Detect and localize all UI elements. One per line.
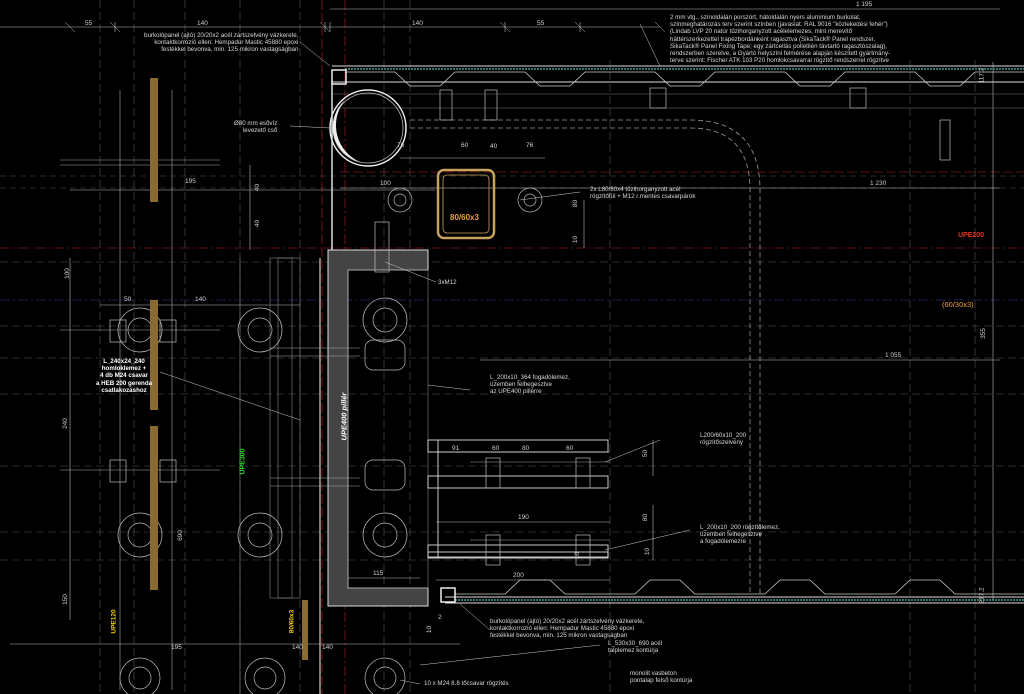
dim-100-left: 100 — [63, 268, 71, 279]
panel-outline — [410, 119, 761, 594]
dim-40c: 40 — [490, 143, 498, 150]
dim-100: 100 — [380, 180, 391, 187]
label-upe300: UPE300 — [239, 448, 247, 475]
note-base-plate: L_530x30_690 acél talplemez kontúrja — [608, 640, 663, 655]
dim-115: 115 — [373, 570, 384, 577]
note-holding-plate: L_200x10_364 fogadólemez, üzemben felheg… — [490, 374, 570, 396]
dim-140-mid: 140 — [195, 296, 206, 303]
note-panel-frame-bottom: burkolópanel (ajtó) 20/20x2 acél zártsze… — [490, 618, 645, 640]
dim-80c: 80 — [642, 513, 650, 522]
bottom-panel — [440, 579, 1024, 604]
dim-50: 50 — [124, 296, 132, 303]
dim-240: 240 — [61, 418, 69, 429]
label-upe400: UPE400 pillér — [339, 392, 349, 441]
dim-10b: 10 — [644, 547, 652, 556]
dim-1230: 1 230 — [870, 180, 887, 187]
bolts — [109, 87, 951, 694]
dim-217: 217,2 — [978, 587, 986, 604]
left-frames — [239, 0, 333, 694]
note-end-plate: L_240x24_240 homloklemez + 4 db M24 csav… — [96, 358, 153, 394]
dim-140-bot1: 140 — [292, 644, 303, 651]
dim-91: 91 — [452, 445, 460, 452]
note-m12: 3xM12 — [438, 279, 457, 286]
dim-top-55-right: 55 — [537, 20, 545, 27]
dim-top-140-left: 140 — [197, 20, 208, 27]
note-panel-frame-top: burkolópanel (ajtó) 20/20x2 acél zártsze… — [144, 32, 299, 54]
dim-200: 200 — [513, 572, 524, 579]
dim-2: 2 — [438, 614, 442, 621]
note-l200-frame: L200/60x10_200 rögzítőszelvény — [700, 432, 747, 447]
dim-76a: 76 — [397, 142, 405, 149]
dim-40b: 40 — [254, 219, 262, 228]
dim-60b: 60 — [492, 445, 500, 452]
dim-150: 150 — [61, 594, 69, 605]
dim-690: 690 — [176, 530, 184, 541]
dim-80a: 80 — [572, 199, 580, 208]
note-downpipe: Ø80 mm esővíz levezető cső — [234, 120, 278, 135]
dim-355: 355 — [979, 328, 987, 339]
label-80-60-vertical: 80/60x3 — [288, 609, 296, 634]
upe400-column — [327, 249, 429, 607]
label-upe120: UPE120 — [110, 609, 118, 634]
dim-80b: 80 — [522, 445, 530, 452]
ticks — [64, 21, 666, 33]
note-angles: 2x L80/80x4 tűzihorganyzott acél rögzítő… — [590, 186, 696, 201]
dim-total-1195: 1 195 — [856, 1, 873, 8]
threaded-rods — [60, 90, 610, 690]
note-cladding: 2 mm vtg., színoldalán porszórt, hátolda… — [670, 14, 891, 65]
dim-60c: 60 — [566, 445, 574, 452]
dim-60: 60 — [461, 142, 469, 149]
dim-76b: 76 — [526, 142, 534, 149]
holding-plates — [427, 439, 609, 559]
dim-50b: 50 — [642, 449, 650, 458]
dim-195-bot: 195 — [171, 644, 182, 651]
dim-117: 117,2 — [978, 67, 986, 84]
dim-140-bot2: 140 — [322, 644, 333, 651]
dim-10c: 10 — [426, 625, 434, 634]
dim-190: 190 — [518, 514, 529, 521]
rhs-80-60 — [436, 168, 496, 240]
leader-lines — [159, 23, 691, 685]
top-panel — [331, 65, 1024, 109]
dim-top-140-right: 140 — [412, 20, 423, 27]
dim-10d: 10 — [574, 551, 582, 560]
note-anchor: 10 x M24 8.8 tőcsavar rögzítés — [424, 680, 509, 687]
dim-top-55-left: 55 — [85, 20, 93, 27]
dim-10a: 10 — [572, 235, 580, 244]
label-80-60: 80/60x3 — [450, 213, 479, 222]
label-upe200: UPE200 — [958, 232, 985, 239]
note-slab: monolit vasbeton pontalap felső kontúrja — [630, 670, 693, 685]
note-l200-plate: L_200x10_200 rögzítőlemez, üzemben felhe… — [700, 524, 780, 546]
timber-strips — [150, 78, 308, 660]
dim-1055: 1 055 — [885, 352, 902, 359]
dim-40a: 40 — [254, 183, 262, 192]
dim-195-top: 195 — [185, 178, 196, 185]
label-60-30: (60/30x3) — [942, 300, 974, 309]
